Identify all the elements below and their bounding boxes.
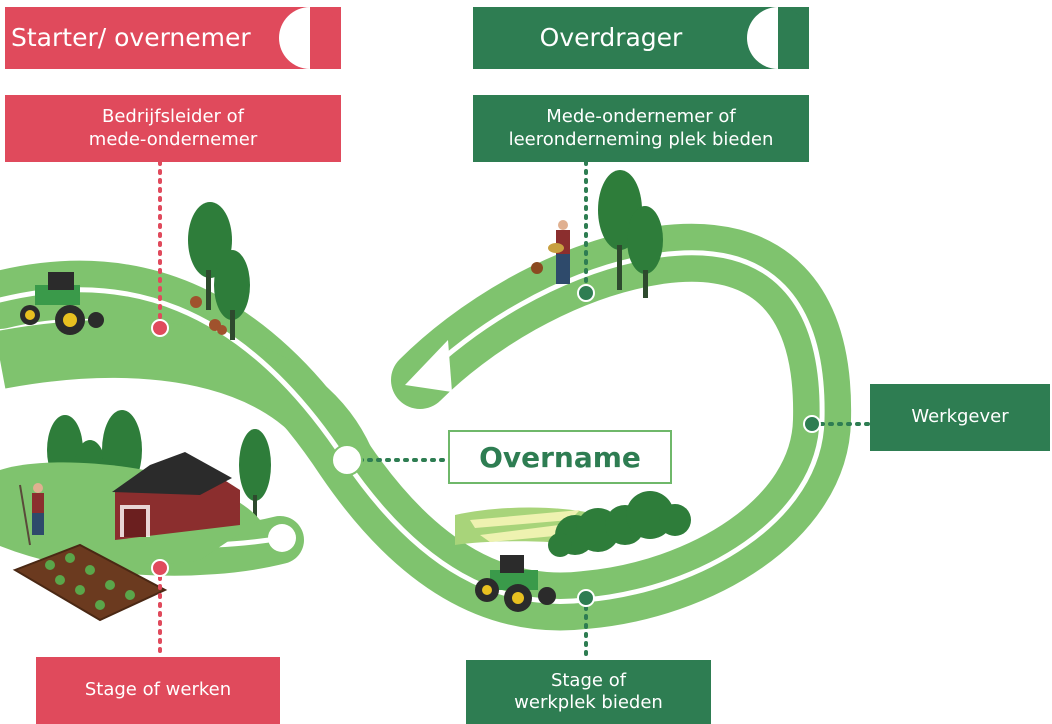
tractor-top-icon — [20, 272, 104, 335]
trees-top-right-icon — [598, 170, 663, 298]
overname-label: Overname — [448, 430, 672, 484]
chickens-icon — [190, 296, 227, 335]
label-stage-werken: Stage of werken — [36, 657, 280, 724]
header-overdrager: Overdrager — [473, 7, 809, 69]
dot-bedrijfsleider — [151, 319, 169, 337]
tractor-bottom-icon — [475, 555, 556, 612]
label-mede-ondernemer: Mede-ondernemer of leeronderneming plek … — [473, 95, 809, 162]
header-starter: Starter/ overnemer — [5, 7, 341, 69]
farmer-spade-icon — [19, 483, 44, 546]
dot-stage-werkplek — [577, 589, 595, 607]
label-bedrijfsleider: Bedrijfsleider of mede-ondernemer — [5, 95, 341, 162]
dot-stage-werken — [151, 559, 169, 577]
half-circle-icon — [279, 7, 341, 69]
half-circle-icon — [747, 7, 809, 69]
connectors — [158, 160, 870, 662]
label-stage-werkplek: Stage of werkplek bieden — [466, 660, 711, 724]
vegetable-garden-icon — [12, 543, 168, 622]
barn-icon — [112, 452, 240, 540]
road-arrow-head — [405, 340, 452, 392]
road-end-circle — [268, 524, 296, 552]
bushes-icon — [548, 491, 691, 557]
dot-mede-ondernemer — [577, 284, 595, 302]
farmer-basket-icon — [531, 220, 570, 284]
label-werkgever: Werkgever — [870, 384, 1050, 451]
dot-werkgever — [803, 415, 821, 433]
trees-top-left-icon — [188, 202, 250, 340]
header-starter-text: Starter/ overnemer — [11, 23, 251, 53]
header-overdrager-text: Overdrager — [539, 23, 683, 53]
dot-overname — [331, 444, 363, 476]
